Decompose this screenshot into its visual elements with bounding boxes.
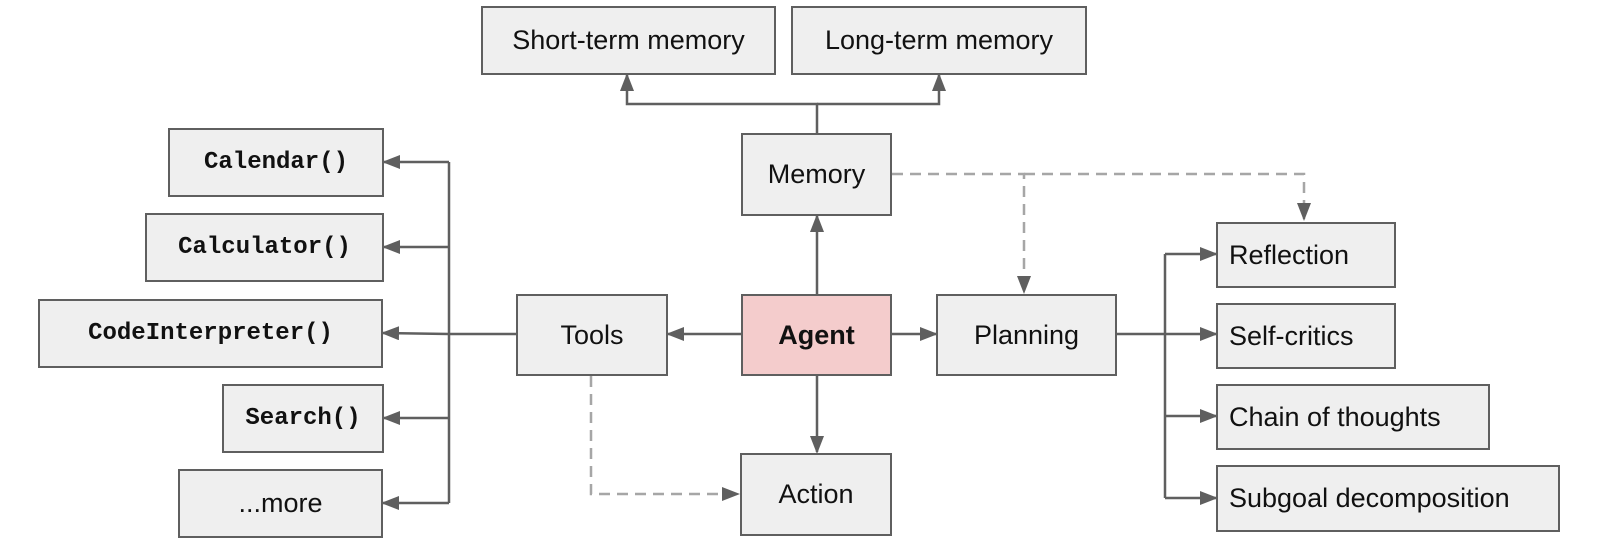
tools-to-action-dashed-arrow: [589, 376, 740, 501]
agent-box: Agent: [741, 294, 892, 376]
planning-box: Planning: [936, 294, 1117, 376]
memory-to-short-term-memory-arrow: [620, 73, 819, 133]
short-term-memory-label: Short-term memory: [512, 25, 745, 55]
tools-label: Tools: [560, 319, 624, 350]
long-term-memory-box: Long-term memory: [791, 6, 1087, 75]
tool-calculator-box: Calculator(): [145, 213, 384, 282]
chain-of-thoughts-box: Chain of thoughts: [1216, 384, 1490, 450]
tool-code-interpreter-box: CodeInterpreter(): [38, 299, 383, 368]
tool-code-interpreter-label: CodeInterpreter(): [88, 320, 333, 347]
tool-calculator-label: Calculator(): [178, 234, 351, 261]
chain-of-thoughts-label: Chain of thoughts: [1229, 401, 1441, 432]
reflection-label: Reflection: [1229, 239, 1350, 270]
action-label: Action: [778, 479, 854, 509]
planning-label: Planning: [973, 319, 1080, 350]
tools-box: Tools: [516, 294, 668, 376]
self-critics-box: Self-critics: [1216, 303, 1396, 369]
subgoal-decomposition-label: Subgoal decomposition: [1229, 483, 1510, 513]
reflection-box: Reflection: [1216, 222, 1396, 288]
long-term-memory-label: Long-term memory: [824, 25, 1054, 55]
tools-to-code-interpreter-arrow: [381, 326, 450, 341]
memory-box: Memory: [741, 133, 892, 216]
tool-more-label: ...more: [238, 488, 323, 518]
memory-to-reflection-dashed-arrow: [1024, 172, 1311, 221]
tool-more-box: ...more: [178, 469, 383, 538]
agent-label: Agent: [778, 319, 855, 350]
tool-search-label: Search(): [245, 405, 361, 432]
short-term-memory-box: Short-term memory: [481, 6, 776, 75]
tool-calendar-box: Calendar(): [168, 128, 384, 197]
tool-calendar-label: Calendar(): [203, 149, 349, 176]
subgoal-decomposition-box: Subgoal decomposition: [1216, 465, 1560, 532]
action-box: Action: [740, 453, 892, 536]
self-critics-label: Self-critics: [1229, 320, 1354, 351]
memory-to-long-term-memory-arrow: [817, 73, 946, 106]
tool-search-box: Search(): [222, 384, 384, 453]
memory-label: Memory: [767, 159, 866, 189]
memory-to-planning-dashed-arrow: [892, 172, 1031, 294]
